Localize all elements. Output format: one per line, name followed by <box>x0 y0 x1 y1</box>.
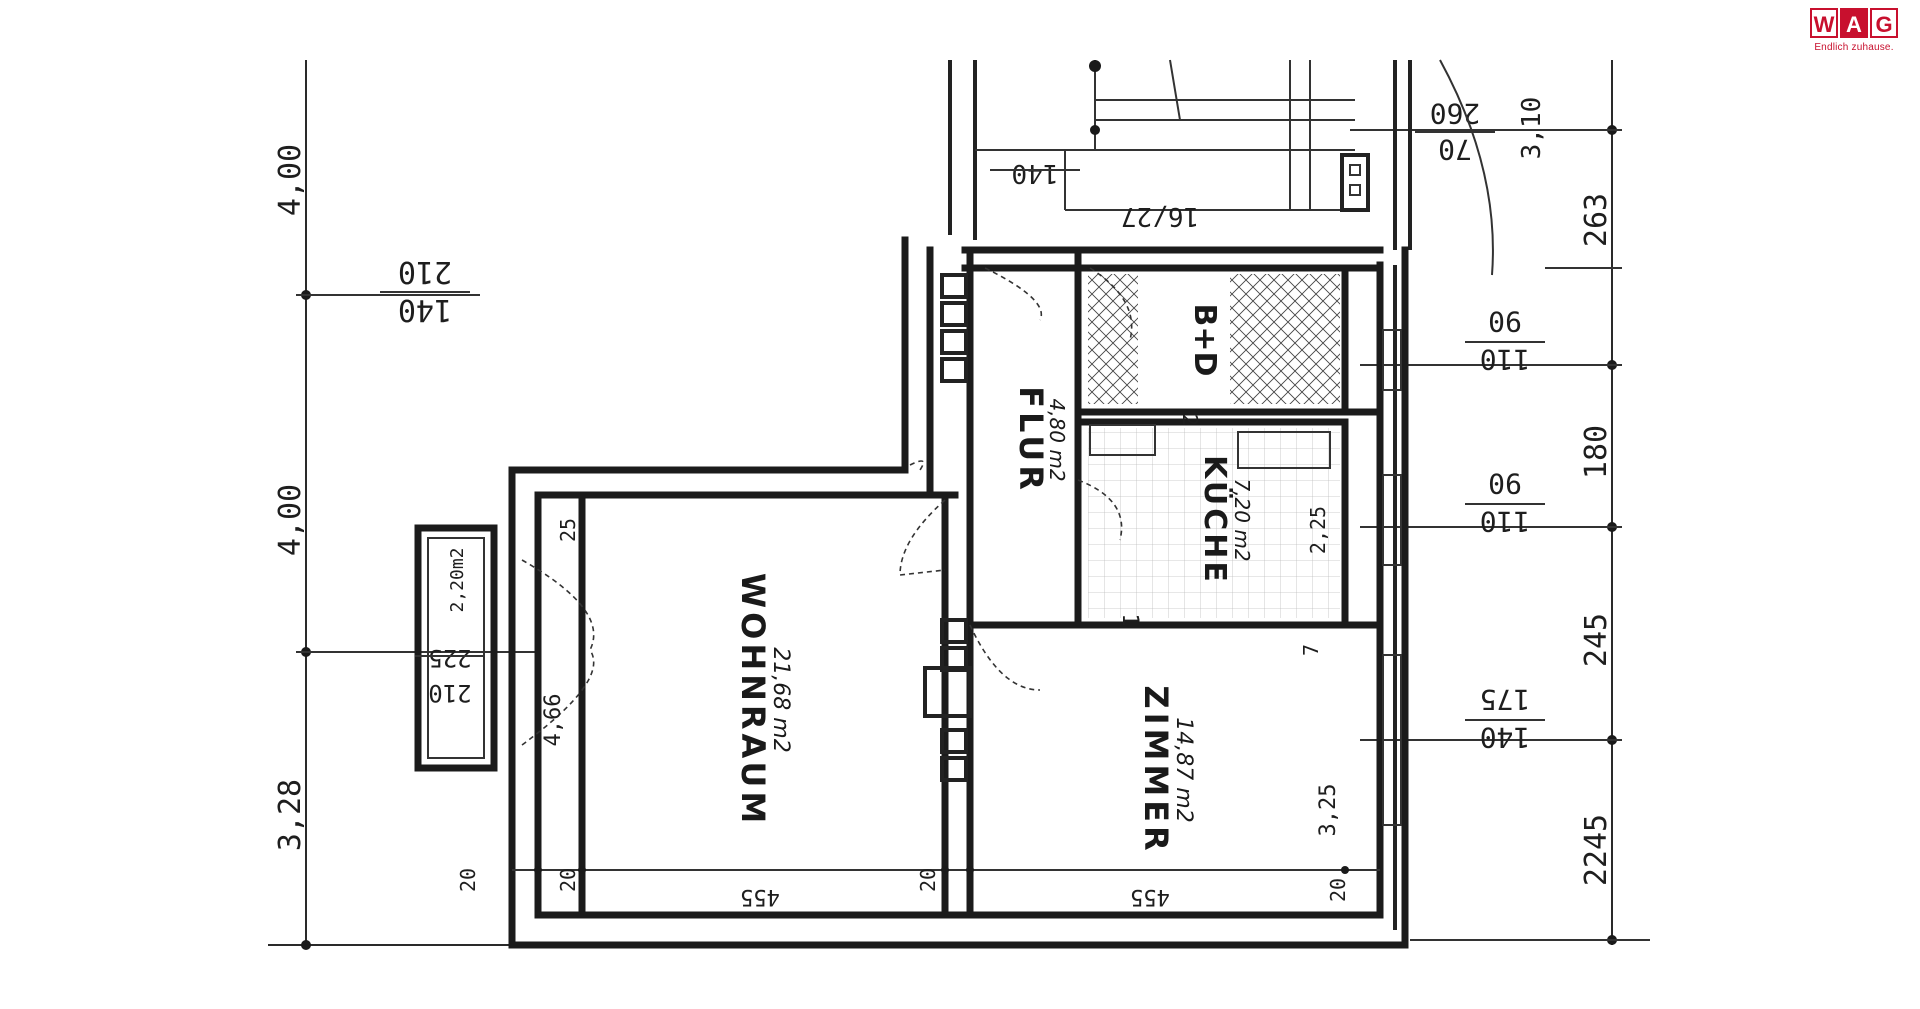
doors <box>899 267 1133 691</box>
logo-letter-w: W <box>1810 8 1838 38</box>
shaft-blocks <box>923 273 972 782</box>
svg-text:210: 210 <box>398 254 452 289</box>
svg-text:175: 175 <box>1480 683 1531 716</box>
wohnraum-width: 455 <box>740 884 780 909</box>
kueche-depth: 2,25 <box>1306 506 1330 554</box>
wag-logo: W A G Endlich zuhause. <box>1800 8 1908 53</box>
bad-name: B+D <box>1187 304 1222 377</box>
logo-letter-a: A <box>1840 8 1868 38</box>
wall-20-d: 20 <box>1326 878 1350 902</box>
left-dim-2: 4,00 <box>273 484 308 556</box>
kitchen-counter <box>1237 431 1331 469</box>
room-flur: FLUR 4,80 m2 <box>1012 386 1069 494</box>
room-zimmer: ZIMMER 14,87 m2 1 <box>1117 613 1196 854</box>
svg-text:90: 90 <box>1488 467 1522 500</box>
stairwell: 16/27 140 <box>948 59 1412 250</box>
bath-tiles-left <box>1088 274 1138 404</box>
kitchen-stove <box>1089 424 1156 456</box>
stair-label: 16/27 <box>1121 201 1199 231</box>
small-7: 7 <box>1299 644 1323 656</box>
right-facade-windows <box>1382 265 1402 930</box>
svg-text:110: 110 <box>1480 505 1531 538</box>
wohnraum-depth: 4,66 <box>541 694 566 747</box>
outer-walls <box>508 236 1409 949</box>
right-dim-4: 2245 <box>1579 814 1614 886</box>
wall-20-b: 20 <box>556 868 580 892</box>
right-dim-3: 245 <box>1579 613 1614 667</box>
left-dimension-chain: 4,00 4,00 3,28 <box>268 60 980 950</box>
svg-text:140: 140 <box>1480 721 1531 754</box>
svg-text:260: 260 <box>1430 97 1481 130</box>
kueche-number: 2 <box>1178 414 1202 426</box>
left-dim-1: 4,00 <box>273 144 308 216</box>
window-mark-right-1: 110 90 <box>1465 305 1545 376</box>
balcony: 225 210 2,20m2 <box>414 524 595 772</box>
room-kueche: KÜCHE 7,20 m2 2 <box>1178 414 1254 585</box>
logo-tagline: Endlich zuhause. <box>1814 42 1894 53</box>
zimmer-area: 14,87 m2 <box>1171 717 1196 822</box>
zimmer-depth: 3,25 <box>1316 784 1341 837</box>
wohnraum-area: 21,68 m2 <box>768 647 793 752</box>
window-mark-top-right: 70 260 <box>1415 97 1495 166</box>
zimmer-name: ZIMMER <box>1137 685 1175 854</box>
room-wohnraum: WOHNRAUM 21,68 m2 <box>734 573 793 827</box>
room-bad: B+D <box>1187 304 1222 377</box>
interior-walls <box>578 246 1384 919</box>
wohnraum-name: WOHNRAUM <box>734 573 772 827</box>
svg-text:70: 70 <box>1438 133 1472 166</box>
wall-20-c: 20 <box>916 868 940 892</box>
kitchen-tile-grid <box>1088 428 1340 618</box>
balcony-mark-225: 225 <box>428 644 471 672</box>
window-mark-right-2: 110 90 <box>1465 467 1545 538</box>
zimmer-number: 1 <box>1117 613 1142 626</box>
left-dim-3: 3,28 <box>273 779 308 851</box>
wall-20-a: 20 <box>456 868 480 892</box>
window-mark-left-top: 140 210 <box>380 254 470 327</box>
zimmer-width: 455 <box>1130 884 1170 909</box>
kueche-area: 7,20 m2 <box>1230 478 1254 561</box>
interior-dimension-notes: 455 455 4,66 3,25 2,25 25 20 20 20 20 7 <box>456 506 1380 909</box>
right-dim-1: 263 <box>1579 193 1614 247</box>
curve-line <box>1439 59 1494 276</box>
window-mark-right-3: 140 175 <box>1465 683 1545 754</box>
svg-text:90: 90 <box>1488 305 1522 338</box>
flur-area: 4,80 m2 <box>1045 398 1069 481</box>
balcony-mark-210: 210 <box>428 679 471 707</box>
right-dim-2: 180 <box>1579 425 1614 479</box>
bath-tiles-right <box>1230 274 1340 404</box>
side-dim-310: 3,10 <box>1517 97 1547 160</box>
logo-letter-g: G <box>1870 8 1898 38</box>
logo-mark: W A G <box>1800 8 1908 38</box>
pier-25: 25 <box>556 518 580 542</box>
svg-text:140: 140 <box>398 292 452 327</box>
balcony-area: 2,20m2 <box>447 547 468 612</box>
flur-name: FLUR <box>1012 386 1050 494</box>
top-mid-mark: 140 <box>1012 158 1059 188</box>
kueche-name: KÜCHE <box>1197 455 1234 585</box>
svg-text:110: 110 <box>1480 343 1531 376</box>
